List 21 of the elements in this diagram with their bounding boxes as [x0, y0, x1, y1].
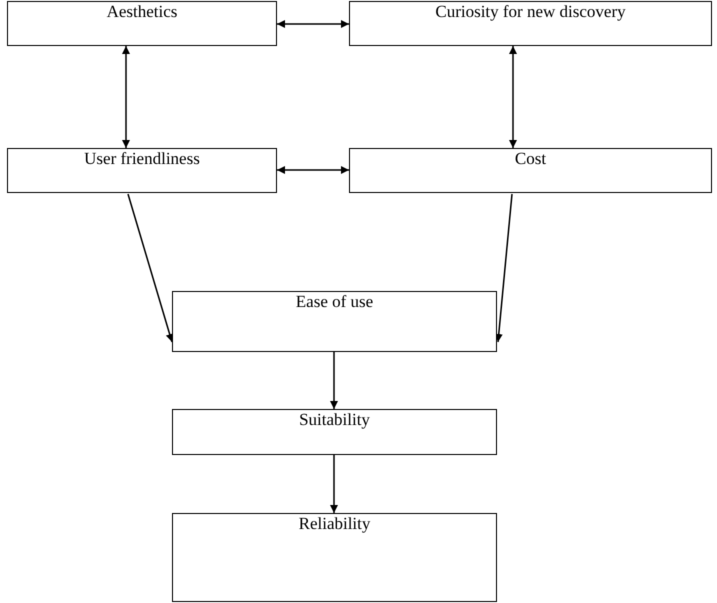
box-label: Cost [514, 149, 546, 168]
process-box [7, 148, 277, 193]
process-box [172, 409, 497, 455]
arrow [127, 194, 174, 342]
arrow [330, 352, 338, 409]
box-label: Suitability [299, 410, 370, 429]
box-label: Curiosity for new discovery [435, 2, 626, 21]
process-box [349, 1, 712, 46]
arrow [277, 166, 349, 174]
process-box [7, 1, 277, 46]
box-label: User friendliness [84, 149, 200, 168]
box-label: Reliability [298, 514, 370, 533]
arrow [122, 46, 130, 148]
process-box [172, 513, 497, 602]
process-box [172, 291, 497, 352]
arrow [277, 20, 349, 28]
arrow [330, 455, 338, 513]
box-label: Aesthetics [106, 2, 178, 21]
arrow [509, 46, 517, 148]
process-box [349, 148, 712, 193]
box-label: Ease of use [296, 292, 374, 311]
